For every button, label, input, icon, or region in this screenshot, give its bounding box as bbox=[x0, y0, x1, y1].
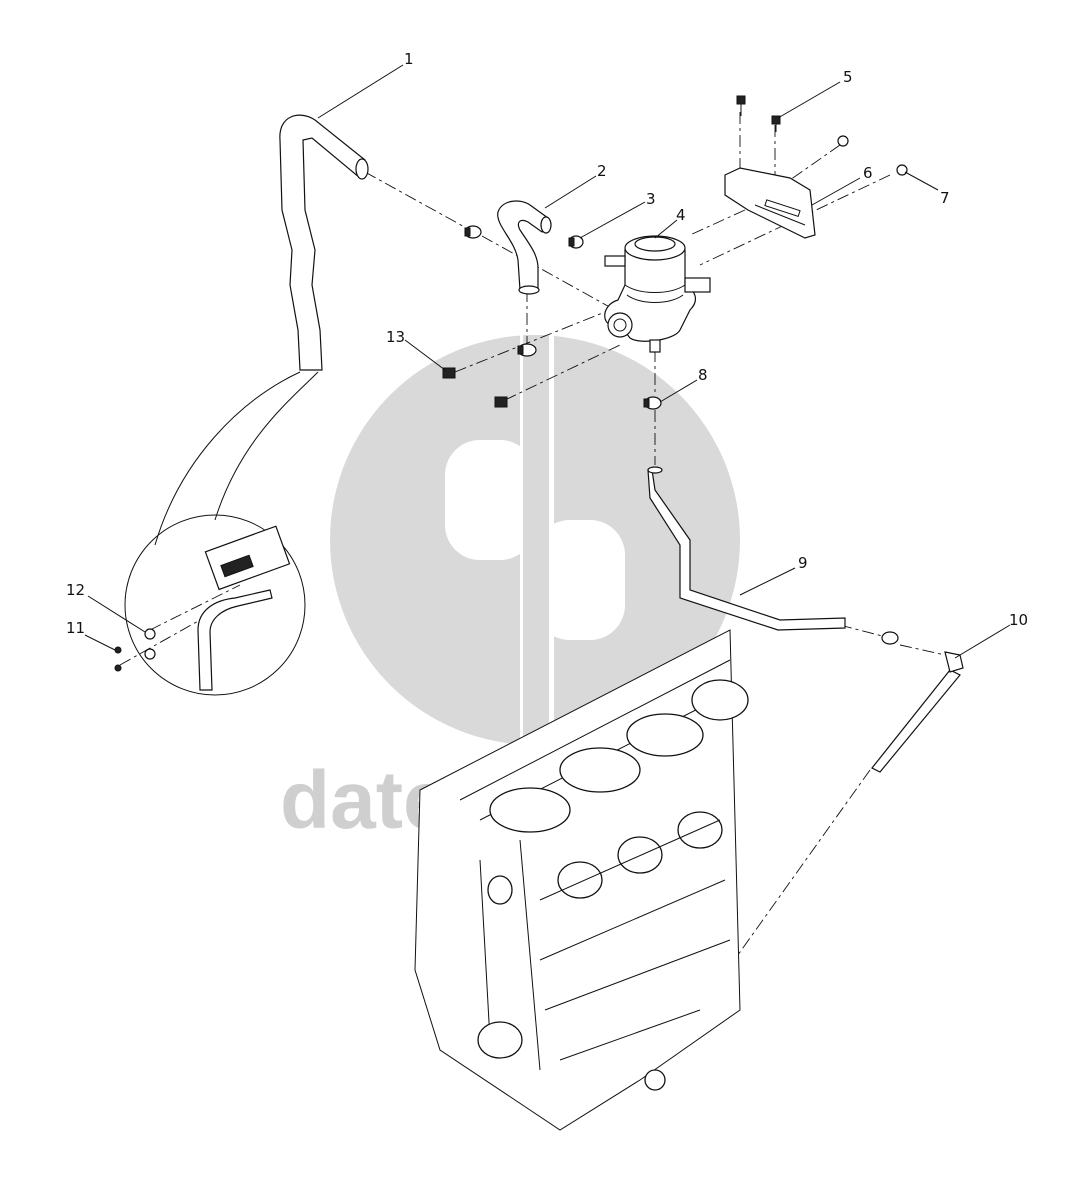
callout-4: 4 bbox=[676, 206, 686, 224]
clamp-below-elbow bbox=[517, 343, 537, 357]
part-8-clamp bbox=[643, 396, 662, 410]
callout-5: 5 bbox=[843, 68, 853, 86]
part-9-hose bbox=[647, 466, 846, 631]
callout-7: 7 bbox=[940, 189, 950, 207]
watermark-logo bbox=[330, 330, 740, 750]
leader-lines bbox=[84, 64, 1011, 659]
callout-6: 6 bbox=[863, 164, 873, 182]
part-2-elbow-hose bbox=[497, 200, 552, 295]
part-1-hose bbox=[279, 114, 369, 371]
part-13-bolts bbox=[442, 367, 508, 408]
clamp-left bbox=[464, 225, 482, 239]
part-6-bracket bbox=[724, 167, 816, 239]
callout-13: 13 bbox=[386, 328, 405, 346]
part-10-tube bbox=[871, 651, 964, 773]
part-5-screws bbox=[736, 95, 781, 132]
clamp-right bbox=[881, 631, 899, 645]
callout-10: 10 bbox=[1009, 611, 1028, 629]
part-7-nuts bbox=[837, 135, 908, 176]
callout-2: 2 bbox=[597, 162, 607, 180]
part-3-clamp bbox=[568, 235, 584, 249]
engine-block bbox=[414, 629, 749, 1131]
assembly-lines bbox=[119, 112, 946, 981]
callout-12: 12 bbox=[66, 581, 85, 599]
part-4-oil-separator bbox=[604, 235, 711, 353]
callout-3: 3 bbox=[646, 190, 656, 208]
detail-callout-circle bbox=[114, 371, 319, 696]
callout-11: 11 bbox=[66, 619, 85, 637]
callout-9: 9 bbox=[798, 554, 808, 572]
callout-numbers: 1 2 3 4 5 6 7 8 9 10 11 12 13 bbox=[66, 50, 1028, 637]
callout-1: 1 bbox=[404, 50, 414, 68]
callout-8: 8 bbox=[698, 366, 708, 384]
